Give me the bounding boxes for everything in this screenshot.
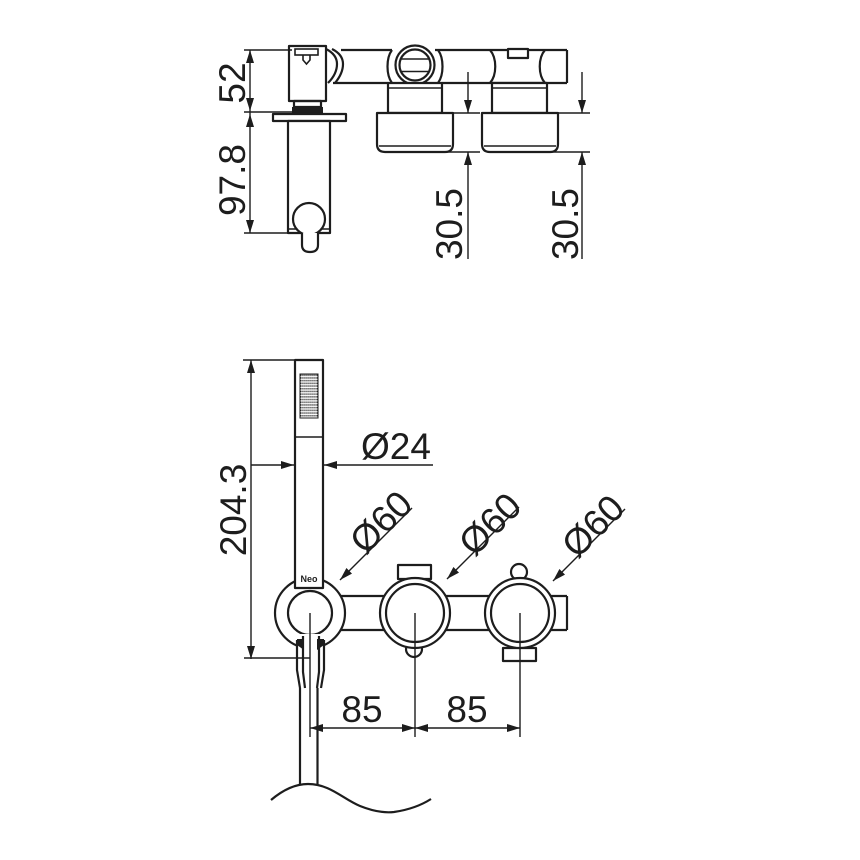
spray-face [299,373,319,419]
dim-o60-left-label: Ø60 [342,483,420,561]
break-line [270,782,432,814]
hose-outlet-nub [300,233,320,254]
dim-85-left-label: 85 [341,689,382,730]
front-view: Neo 204.3 Ø24 [213,358,632,814]
dim-knob-diameter-right: Ø60 [552,487,632,582]
dim-handshower-diameter: Ø24 [251,426,433,469]
brand-label: Neo [300,574,318,584]
mixer-bar-side [325,48,569,85]
dim-85-right-label: 85 [446,689,487,730]
knob-centerlines [309,613,521,737]
ball-joint [291,201,327,237]
side-view: 52 97.8 30.5 30.5 [212,44,590,260]
middle-handle-side [375,44,455,154]
dim-handle-depth-right: 30.5 [540,72,590,260]
dim-knob-spacing: 85 85 [310,689,520,732]
dim-bar-height: 52 [212,49,294,113]
middle-knob-top-tab [396,563,433,581]
gasket-band [292,107,323,114]
screw-slot [401,58,429,73]
dim-97-8-label: 97.8 [212,144,253,216]
dim-30-5-middle-label: 30.5 [429,188,470,260]
dim-o60-middle-label: Ø60 [451,485,529,563]
dim-handshower-length: 204.3 [213,359,310,659]
hand-shower-wand: Neo [293,358,325,590]
dim-o60-right-label: Ø60 [554,487,632,565]
dim-o24-label: Ø24 [361,426,431,467]
dim-handle-depth-middle: 30.5 [429,72,480,260]
right-handle-side [480,47,560,154]
handle-notch [506,47,530,60]
dim-30-5-right-label: 30.5 [545,188,586,260]
mounting-clip [294,48,319,66]
hand-shower-holder-side [271,44,348,254]
dim-body-height: 97.8 [212,112,291,234]
dim-204-3-label: 204.3 [213,464,254,557]
dim-52-label: 52 [212,62,253,103]
